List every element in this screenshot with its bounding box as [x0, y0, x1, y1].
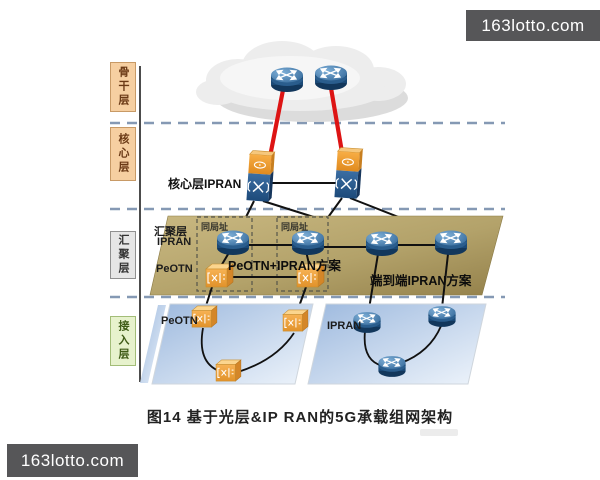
access-ipran-label: IPRAN: [327, 320, 362, 332]
watermark-top-right: 163lotto.com: [466, 10, 600, 41]
aggregation-router-icon: [216, 229, 250, 256]
colocated-label-1: 同局址: [201, 222, 229, 232]
figure-caption: 图14 基于光层&IP RAN的5G承载组网架构: [146, 409, 454, 426]
aggregation-band-optical: PeOTN: [156, 263, 193, 275]
layer-separators: [110, 121, 505, 299]
access-band-sliver: [140, 305, 166, 383]
access-otn-cube-icon: [215, 359, 242, 382]
backbone-router-icon: [270, 66, 304, 93]
access-ring-links: [200, 325, 442, 373]
access-otn1-otn3: [200, 327, 220, 372]
colocated-box-2: [276, 216, 329, 292]
watermark-bottom-left: 163lotto.com: [7, 444, 138, 477]
backbone-router-icon: [314, 64, 348, 91]
colocated-site-boxes: [196, 216, 329, 292]
access-router-icon: [377, 355, 407, 378]
solution-label-end-to-end-ipran: 端到端IPRAN方案: [370, 274, 472, 288]
aggregation-band-network: IPRAN: [157, 236, 192, 248]
layer-label-backbone: 骨干层: [110, 62, 136, 112]
aggregation-band-name: 汇聚层: [154, 226, 187, 238]
access-router-icon: [427, 305, 457, 328]
faint-watermark: [420, 429, 458, 436]
access-otn-cube-icon: [282, 309, 309, 332]
solution-label-peotn-ipran: PeOTN+IPRAN方案: [228, 259, 341, 273]
access-otn3-otn2: [237, 332, 295, 373]
access-peotn-label: PeOTN: [161, 315, 198, 327]
layer-label-aggregation: 汇聚层: [110, 231, 136, 279]
core-ipran-label: 核心层IPRAN: [168, 177, 242, 191]
aggregation-router-icon: [291, 229, 325, 256]
colocated-label-2: 同局址: [281, 222, 309, 232]
aggregation-router-icon: [365, 230, 399, 257]
core-ipran-device-icon: [333, 146, 364, 200]
core-ipran-device-icon: [245, 149, 276, 203]
agg-router4-access: [441, 253, 449, 309]
layer-label-access: 接入层: [110, 316, 136, 366]
colocated-box-1: [196, 216, 253, 292]
aggregation-router-icon: [434, 229, 468, 256]
access-router3-router2: [400, 325, 442, 364]
layer-label-core: 核心层: [110, 127, 136, 181]
